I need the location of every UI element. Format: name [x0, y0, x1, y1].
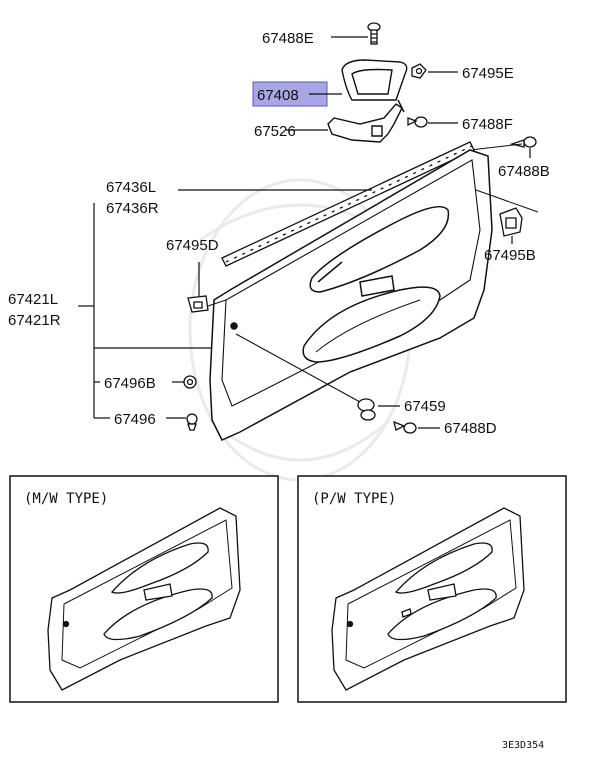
label-67488E[interactable]: 67488E — [262, 30, 314, 47]
inset-pw-title: (P/W TYPE) — [312, 491, 396, 507]
label-67488B[interactable]: 67488B — [498, 163, 550, 180]
label-67488F[interactable]: 67488F — [462, 116, 513, 133]
label-67496B[interactable]: 67496B — [104, 375, 156, 392]
cap-67459 — [357, 398, 376, 421]
figure-code: 3E3D354 — [502, 740, 544, 751]
label-67496[interactable]: 67496 — [114, 411, 156, 428]
screw-67488D — [393, 420, 417, 434]
inset-mw-type: (M/W TYPE) — [9, 475, 279, 703]
label-67421R[interactable]: 67421R — [8, 312, 61, 329]
inset-mw-title: (M/W TYPE) — [24, 491, 108, 507]
clip-67495B — [499, 207, 523, 237]
label-67408[interactable]: 67408 — [257, 87, 299, 104]
label-67459[interactable]: 67459 — [404, 398, 446, 415]
clip-67496 — [186, 413, 198, 431]
label-67495D[interactable]: 67495D — [166, 237, 219, 254]
label-67495E[interactable]: 67495E — [462, 65, 514, 82]
weatherstrip-67436 — [221, 141, 475, 267]
pull-handle-cup-67408 — [341, 59, 408, 101]
label-67488D[interactable]: 67488D — [444, 420, 497, 437]
label-67436L[interactable]: 67436L — [106, 179, 156, 196]
label-67495B[interactable]: 67495B — [484, 247, 536, 264]
screw-67488B — [509, 136, 537, 148]
label-67421L[interactable]: 67421L — [8, 291, 58, 308]
screw-67488F — [407, 116, 428, 128]
label-67526[interactable]: 67526 — [254, 123, 296, 140]
bracket-67526 — [327, 99, 405, 143]
clip-67496B — [183, 375, 197, 389]
clip-67495E — [411, 63, 427, 79]
door-trim-panel-67421 — [209, 149, 493, 441]
clip-67495D — [187, 295, 209, 313]
inset-pw-type: (P/W TYPE) — [297, 475, 567, 703]
screw-67488E — [367, 22, 381, 45]
label-67436R[interactable]: 67436R — [106, 200, 159, 217]
